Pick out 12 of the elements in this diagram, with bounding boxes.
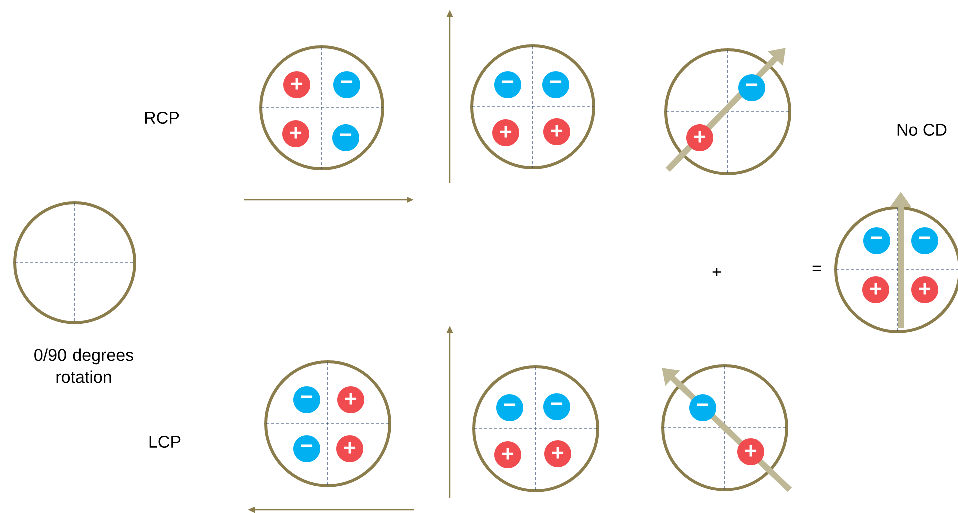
label: RCP xyxy=(145,112,180,124)
sample-circle xyxy=(472,366,600,492)
sample-circle xyxy=(264,360,392,488)
label: LCP xyxy=(150,436,181,448)
label: No CD xyxy=(898,124,947,136)
sample-circle xyxy=(470,44,596,170)
sample-circle xyxy=(14,202,136,324)
label: + xyxy=(712,268,722,276)
sample-circle xyxy=(834,206,958,334)
label: = xyxy=(812,266,822,272)
sample-circle xyxy=(260,46,384,170)
node-label: 0/90 degrees rotation xyxy=(34,348,134,384)
